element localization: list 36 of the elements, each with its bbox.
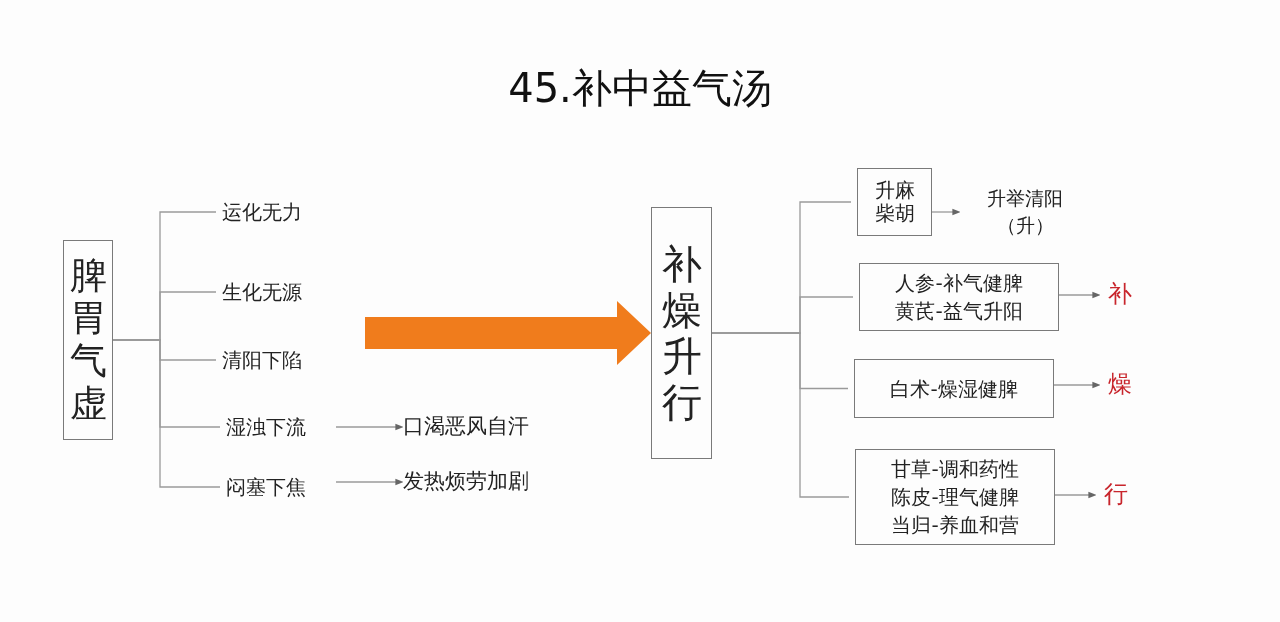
term-box bbox=[651, 207, 712, 459]
block-arrow bbox=[365, 301, 651, 365]
term-box bbox=[857, 168, 932, 236]
principle-text: 补 bbox=[1100, 277, 1140, 313]
node-text: 升麻柴胡 bbox=[874, 179, 915, 225]
node-text: 生化无源 bbox=[222, 276, 332, 308]
node-text: 人参-补气健脾 bbox=[895, 270, 1023, 297]
node-text: 黄芪-益气升阳 bbox=[895, 298, 1023, 325]
node-text: 湿浊下流 bbox=[226, 411, 336, 443]
arrow bbox=[335, 423, 404, 431]
term-box bbox=[859, 263, 1059, 331]
node-text: 白术-燥湿健脾 bbox=[890, 375, 1018, 403]
node-text: 运化无力 bbox=[222, 196, 332, 228]
term-box bbox=[854, 359, 1054, 418]
arrow bbox=[931, 208, 961, 216]
node-text: 补燥升行 bbox=[661, 241, 702, 425]
node-text: （升） bbox=[996, 213, 1054, 238]
principle-text: 行 bbox=[1096, 477, 1136, 513]
node-text: 陈皮-理气健脾 bbox=[891, 484, 1019, 511]
node-text: 发热烦劳加剧 bbox=[403, 466, 563, 498]
arrow bbox=[335, 478, 404, 486]
arrow bbox=[1054, 491, 1097, 499]
node-text: 甘草-调和药性 bbox=[891, 456, 1019, 483]
node-text: 脾胃气虚 bbox=[69, 254, 107, 426]
connector-line bbox=[711, 332, 850, 498]
node-text: 升举清阳 bbox=[987, 186, 1063, 212]
term-box bbox=[63, 240, 113, 440]
arrow bbox=[1053, 381, 1101, 389]
diagram-title: 45.补中益气汤 bbox=[507, 64, 773, 112]
node-text: 当归-养血和营 bbox=[891, 512, 1019, 539]
principle-text: 燥 bbox=[1100, 367, 1140, 403]
arrow bbox=[1058, 291, 1101, 299]
node-text: 闷塞下焦 bbox=[226, 471, 336, 503]
term-box bbox=[855, 449, 1055, 545]
node-text: 清阳下陷 bbox=[222, 344, 332, 376]
node-text: 口渴恶风自汗 bbox=[403, 411, 563, 443]
